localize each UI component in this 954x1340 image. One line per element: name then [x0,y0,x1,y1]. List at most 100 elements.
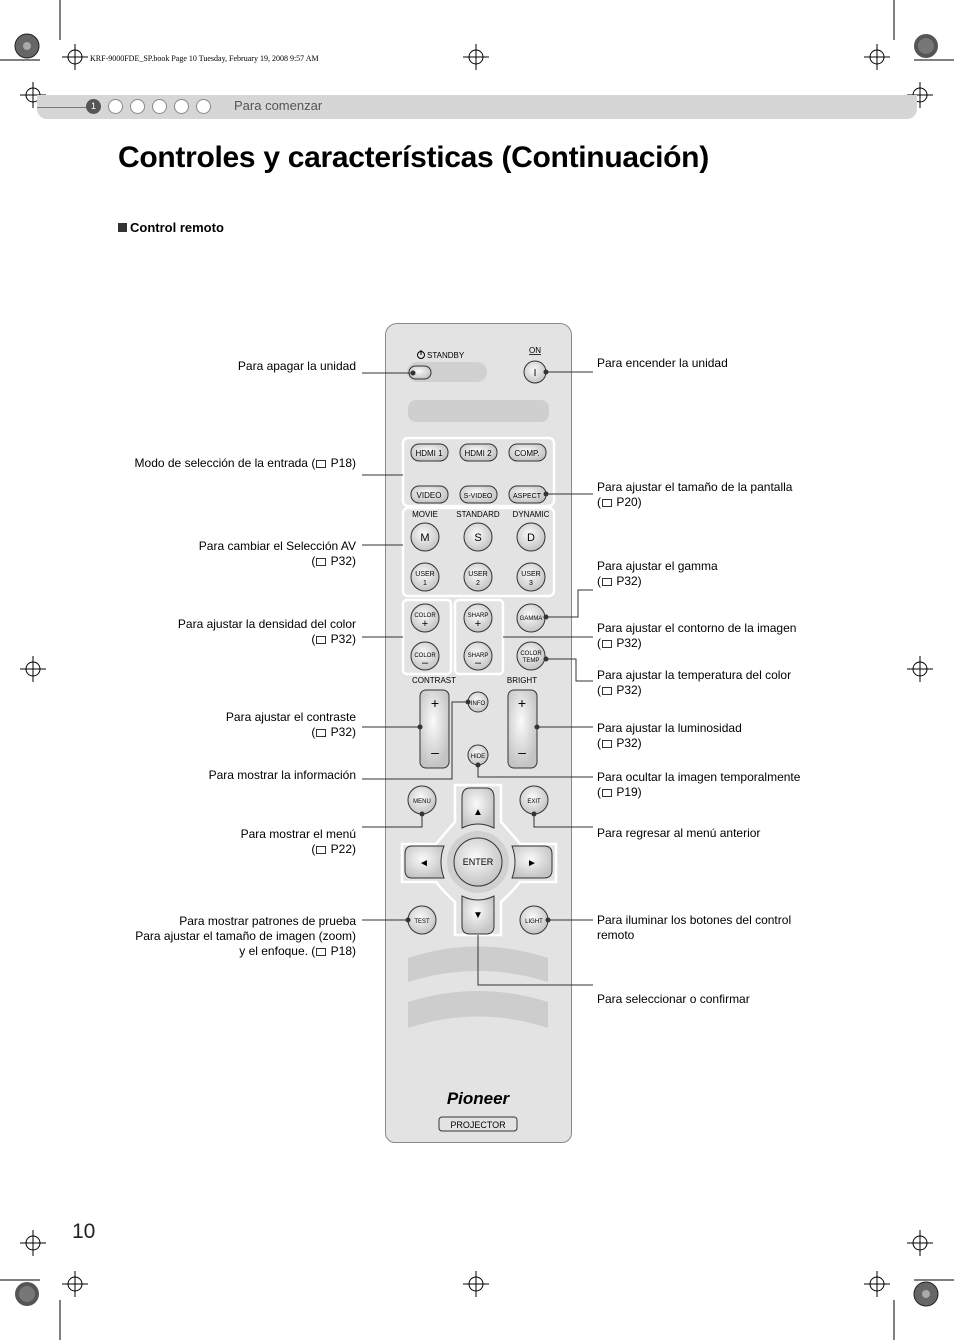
callout-hide: Para ocultar la imagen temporalmente( P1… [597,770,800,800]
pioneer-logo: Pioneer [447,1089,511,1108]
color-wheel-bottom-right [913,1281,939,1307]
dynamic-label: DYNAMIC [513,510,550,519]
comp-button[interactable] [508,443,547,462]
ref: P32) [327,725,356,739]
right-button[interactable] [511,845,553,879]
target-top-right [864,44,890,70]
section-subtitle: Control remoto [118,220,224,235]
callout-standby: Para apagar la unidad [237,359,356,373]
target-bottom-left [62,1271,88,1297]
paren: ( [597,574,601,588]
book-icon [602,578,612,586]
chapter-dot [130,99,145,114]
callout-ref: y el enfoque. ( P18) [135,944,356,959]
callout-contrast: Para ajustar el contraste( P32) [226,710,356,740]
band-line [37,107,86,108]
m-label: M [420,532,429,544]
page-title: Controles y características (Continuació… [118,141,709,174]
left-arrow-icon: ◄ [419,858,429,869]
enter-button[interactable] [453,837,503,887]
ref: P32) [613,736,642,750]
callout-exit: Para regresar al menú anterior [597,826,761,840]
dynamic-button[interactable] [516,522,546,552]
up-arrow-icon: ▲ [473,807,483,818]
paren: ( [311,632,316,646]
user3-button[interactable] [516,562,546,592]
color-temp-label-2: TEMP [523,658,540,664]
svideo-label: S-VIDEO [464,493,493,500]
ref: P32) [327,632,356,646]
hdmi2-button[interactable] [459,443,498,462]
model-label: PROJECTOR [450,1120,506,1130]
callout-on: Para encender la unidad [597,356,728,370]
callout-ref: P18) [327,456,356,470]
book-icon [316,846,327,854]
leader-lines [362,371,593,986]
button-groups [401,436,556,676]
paren: y el enfoque. ( [239,944,316,958]
book-icon [602,789,612,797]
color-minus-label: COLOR [414,653,436,659]
callout-ref: ( P22) [241,842,356,857]
color-wheel-bottom-left [15,1282,39,1306]
leader-dots [405,369,551,923]
color-minus-button[interactable] [410,641,440,671]
ref: P22) [327,842,356,856]
left-button[interactable] [404,845,445,879]
callout-info: Para mostrar la información [208,768,356,782]
av-selection-buttons: MOVIE STANDARD DYNAMIC M S D USER 1 USER… [410,510,550,592]
ref: P32) [327,554,356,568]
contrast-plus: + [431,695,439,711]
color-temp-label-1: COLOR [520,651,542,657]
book-icon [316,729,327,737]
paren: ( [311,842,316,856]
callout-text: Para mostrar el menú [240,827,356,841]
standard-button[interactable] [463,522,493,552]
book-icon [316,558,327,566]
color-minus-sign: – [422,657,429,669]
target-left-mid [20,656,46,682]
sharp-plus-button[interactable] [463,603,493,633]
callout-ref: ( P32) [597,683,791,698]
svideo-button[interactable] [459,485,498,504]
target-bottom-mid [463,1271,489,1297]
hdmi1-label: HDMI 1 [415,449,443,458]
ref: P32) [613,683,642,697]
down-button[interactable] [461,895,495,935]
movie-button[interactable] [410,522,440,552]
color-plus-label: COLOR [414,613,436,619]
comp-label: COMP. [514,449,539,458]
book-icon [602,740,612,748]
chapter-dot-active: 1 [86,99,101,114]
chapter-dot [152,99,167,114]
chapter-dots: 1 [86,99,211,114]
menu-label: MENU [413,799,431,805]
color-wheel-top-left [14,33,40,59]
ref: P19) [613,785,642,799]
callout-aspect: Para ajustar el tamaño de la pantalla( P… [597,480,792,510]
video-button[interactable] [410,485,449,504]
chapter-dot [174,99,189,114]
hdmi1-button[interactable] [410,443,449,462]
color-plus-sign: + [422,618,428,630]
user1-button[interactable] [410,562,440,592]
color-temp-button[interactable] [516,641,546,671]
book-icon [602,640,612,648]
book-icon [602,499,612,507]
callout-gamma: Para ajustar el gamma( P32) [597,559,718,589]
ref: P32) [613,636,642,650]
user2-button[interactable] [463,562,493,592]
callout-input-select: Modo de selección de la entrada ( P18) [135,456,356,471]
hide-label: HIDE [471,754,485,760]
color-plus-button[interactable] [410,603,440,633]
chapter-dot [108,99,123,114]
up-button[interactable] [461,787,495,829]
sharp-minus-button[interactable] [463,641,493,671]
paren: ( [597,495,601,509]
s-label: S [474,532,481,544]
standby-label: STANDBY [427,351,465,360]
callout-sharp: Para ajustar el contorno de la imagen( P… [597,621,796,651]
callout-text: Modo de selección de la entrada ( [134,456,316,470]
